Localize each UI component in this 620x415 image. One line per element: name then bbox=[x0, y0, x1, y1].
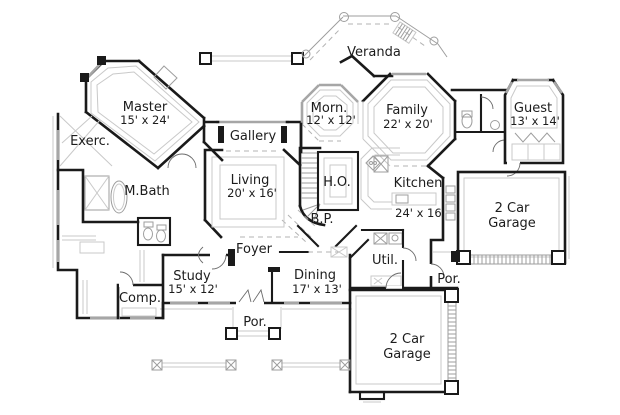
master-bedroom: Master 15' x 24' bbox=[80, 56, 206, 170]
master-bath-room: M.Bath bbox=[81, 170, 172, 247]
family-label: Family bbox=[386, 103, 428, 118]
exercise-room: Exerc. bbox=[56, 115, 113, 172]
living-label: Living bbox=[231, 173, 270, 188]
stairs-and-home-office: H.O. B.P. bbox=[296, 146, 370, 260]
kitchen-dims: 24' x 16' bbox=[395, 206, 445, 220]
cooktop bbox=[365, 155, 381, 171]
dining-room: Dining 17' x 13' bbox=[268, 250, 352, 394]
front-double-door bbox=[238, 288, 265, 303]
gallery-label: Gallery bbox=[230, 129, 277, 144]
closet-and-computer: Comp. bbox=[62, 235, 165, 320]
veranda-label: Veranda bbox=[347, 45, 401, 60]
gallery-hall: Gallery bbox=[202, 120, 303, 162]
family-room: Family 22' x 20' bbox=[361, 72, 457, 173]
guest-room: Guest 13' x 14' bbox=[503, 78, 565, 177]
study-label: Study bbox=[173, 269, 211, 284]
kitchen-area: Kitchen 24' x 16' bbox=[360, 147, 456, 290]
veranda-area: Veranda bbox=[199, 12, 448, 78]
closet-bifold-doors bbox=[514, 132, 556, 143]
living-room: Living 20' x 16' bbox=[203, 148, 302, 239]
kitchen-label: Kitchen bbox=[394, 176, 443, 191]
guest-label: Guest bbox=[514, 101, 552, 116]
hall-bathroom bbox=[426, 88, 509, 180]
rear-porch: Por. bbox=[429, 251, 461, 291]
front-porch: Por. bbox=[225, 307, 282, 340]
morning-label: Morn. bbox=[311, 101, 348, 116]
garage-right-label-1: 2 Car bbox=[495, 201, 530, 216]
master-label: Master bbox=[123, 100, 168, 115]
garage-right-label-2: Garage bbox=[488, 216, 536, 231]
garage-right-door bbox=[470, 254, 553, 265]
dining-label: Dining bbox=[294, 268, 336, 283]
exercise-label: Exerc. bbox=[70, 134, 110, 149]
front-porch-label: Por. bbox=[243, 315, 267, 330]
computer-label: Comp. bbox=[119, 291, 161, 306]
garage-bottom: 2 Car Garage bbox=[348, 288, 459, 403]
dining-dims: 17' x 13' bbox=[292, 282, 342, 296]
foyer-area: Foyer bbox=[198, 214, 312, 264]
front-terrace bbox=[151, 359, 351, 371]
guest-dims: 13' x 14' bbox=[510, 114, 560, 128]
living-dims: 20' x 16' bbox=[227, 186, 277, 200]
master-dims: 15' x 24' bbox=[120, 113, 170, 127]
veranda-steps bbox=[392, 21, 417, 44]
garage-bottom-door bbox=[447, 302, 457, 383]
butlers-pantry-label: B.P. bbox=[311, 212, 334, 227]
study-room: Study 15' x 12' bbox=[161, 249, 235, 296]
rear-porch-label: Por. bbox=[437, 272, 461, 287]
master-bay-window bbox=[153, 65, 178, 90]
study-dims: 15' x 12' bbox=[168, 282, 218, 296]
home-office-label: H.O. bbox=[323, 175, 351, 190]
garage-bottom-label-2: Garage bbox=[383, 347, 431, 362]
bidet bbox=[156, 229, 166, 243]
garage-bottom-label-1: 2 Car bbox=[390, 332, 425, 347]
morning-dims: 12' x 12' bbox=[306, 113, 356, 127]
family-dims: 22' x 20' bbox=[383, 117, 433, 131]
garage-right: 2 Car Garage bbox=[456, 170, 570, 267]
utility-label: Util. bbox=[372, 253, 398, 268]
home-office-walls bbox=[316, 150, 360, 212]
sink bbox=[490, 120, 500, 130]
morning-room: Morn. 12' x 12' bbox=[299, 83, 359, 154]
foyer-label: Foyer bbox=[236, 242, 273, 257]
toilet bbox=[461, 113, 473, 129]
utility-room: Util. Por. bbox=[350, 228, 461, 291]
kitchen-island bbox=[391, 192, 437, 206]
toilet bbox=[143, 227, 153, 241]
washer bbox=[373, 232, 388, 245]
master-bath-label: M.Bath bbox=[124, 184, 170, 199]
terrace-posts bbox=[151, 359, 351, 371]
bathtub bbox=[110, 180, 128, 214]
